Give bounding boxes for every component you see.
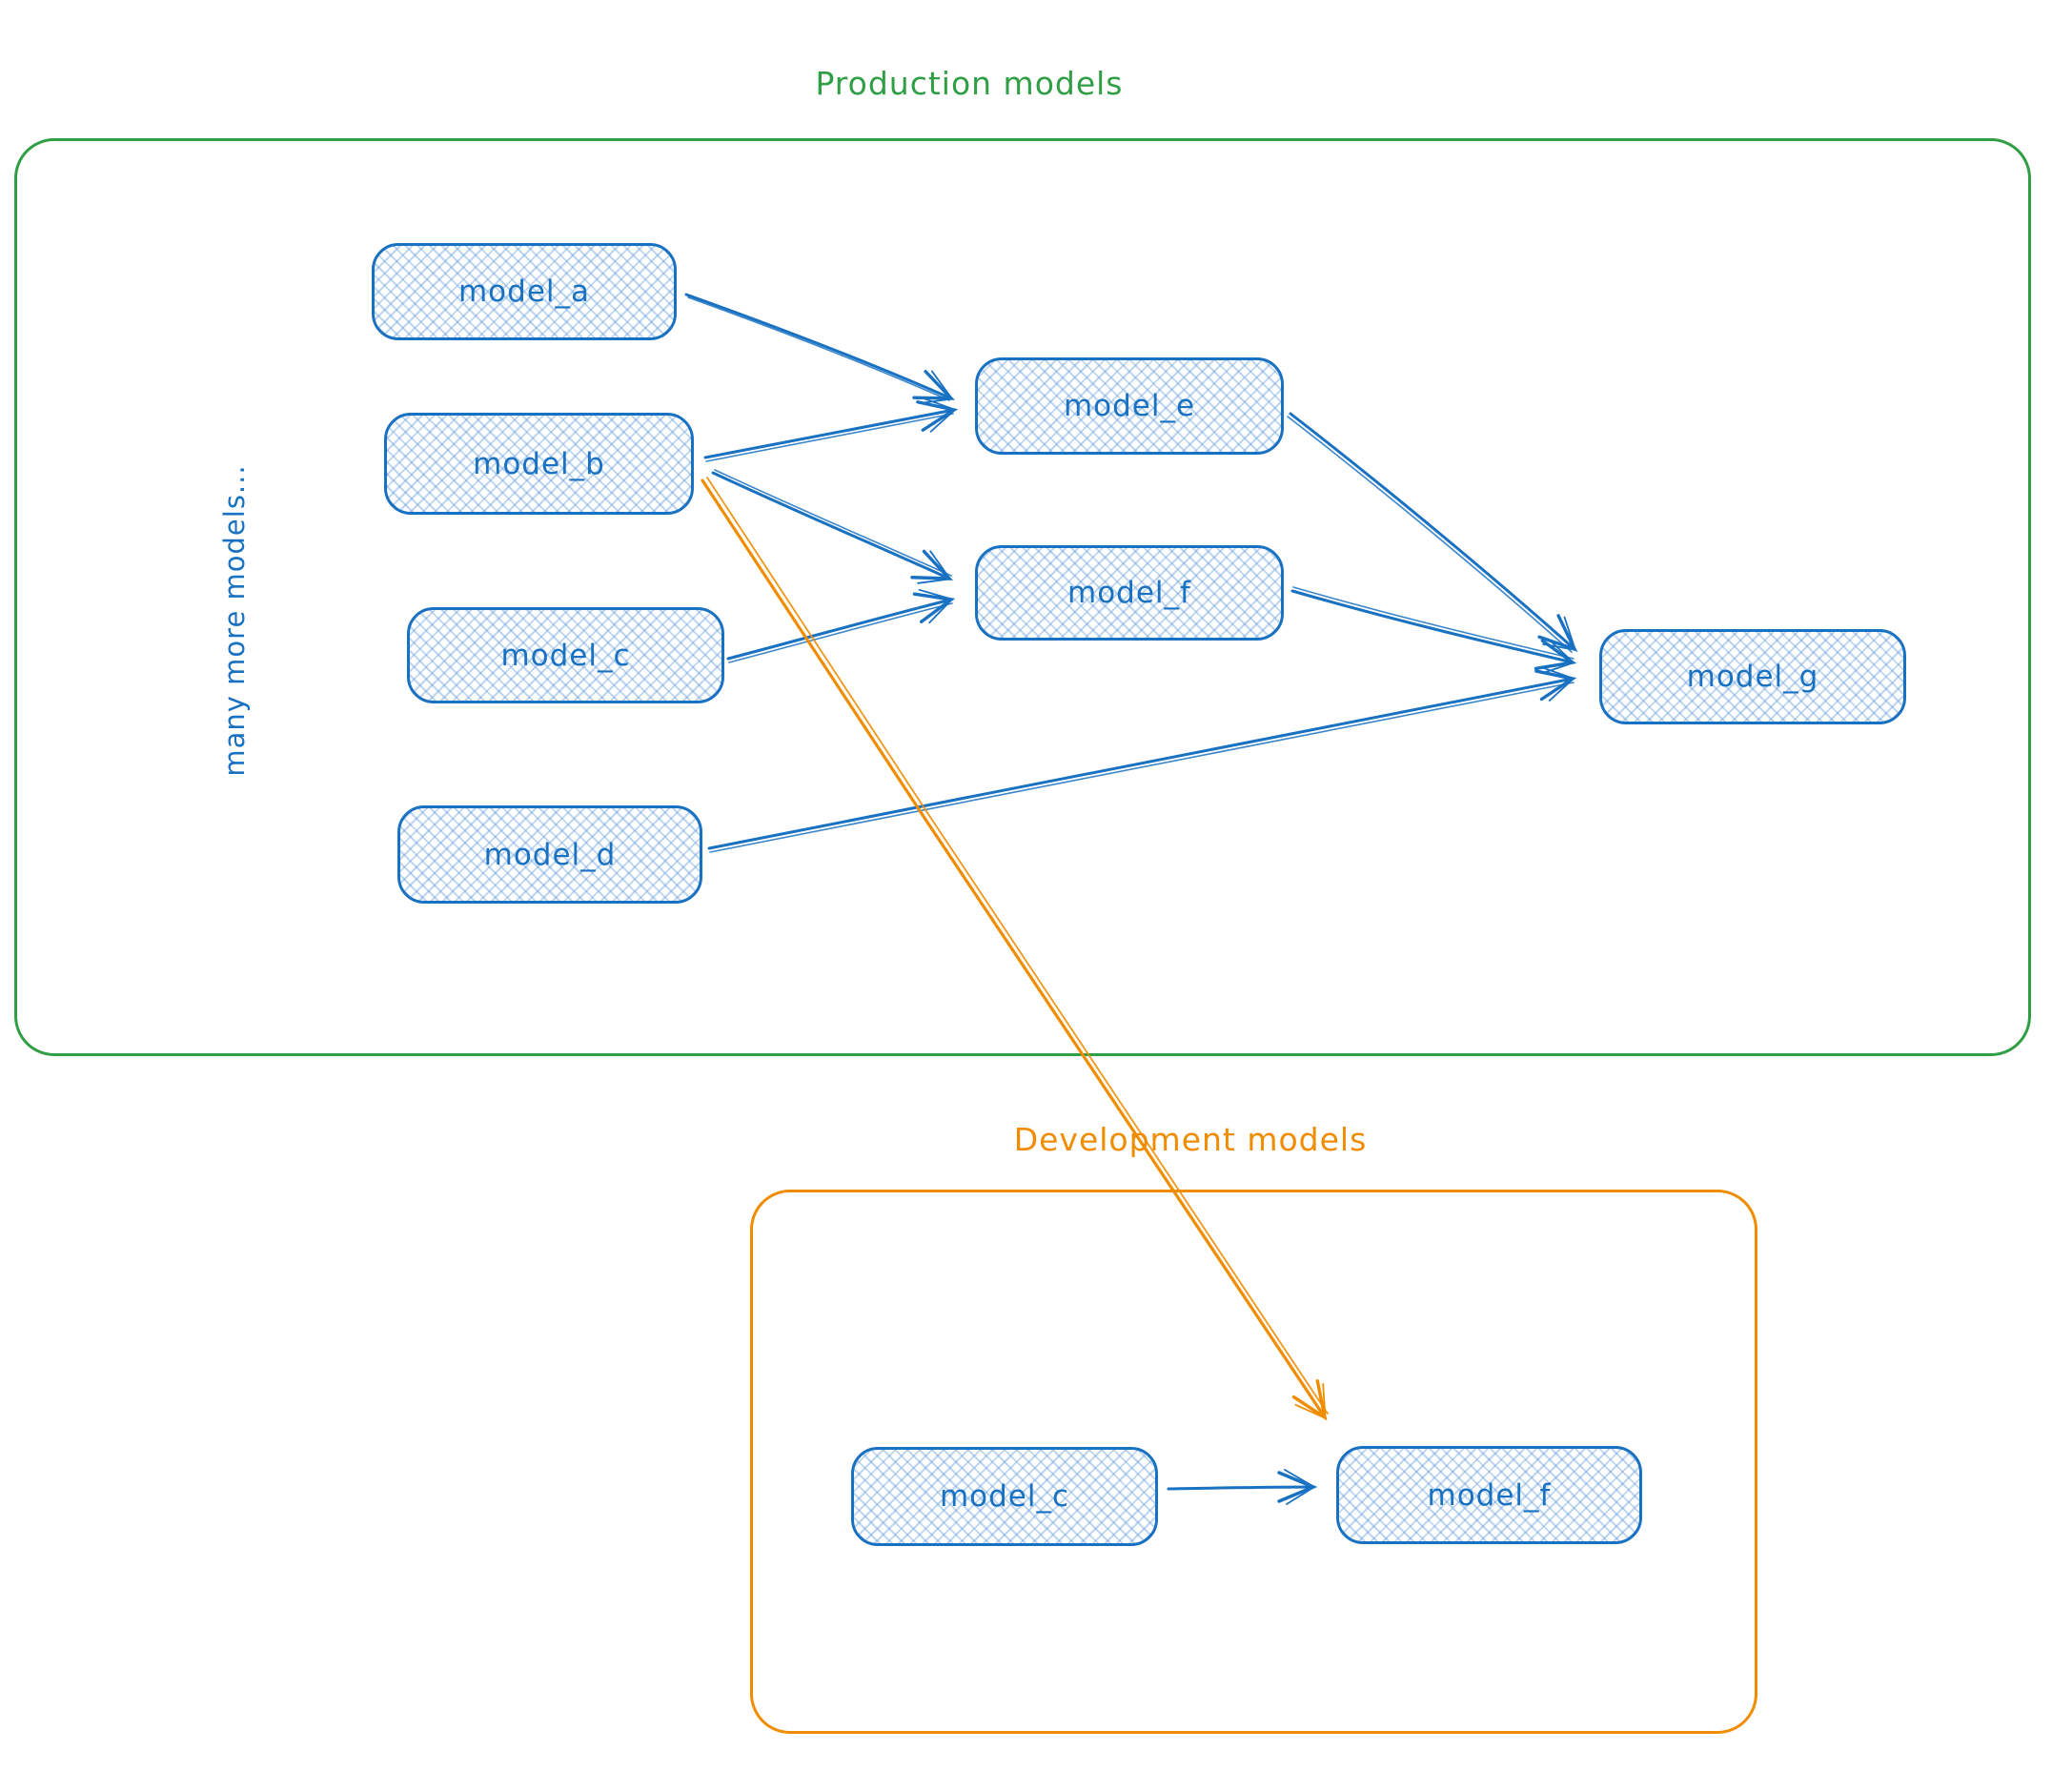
node-model-b-label: model_b (473, 446, 605, 481)
node-model-d: model_d (397, 805, 702, 904)
node-model-a-label: model_a (457, 275, 591, 309)
node-model-c-label: model_c (500, 638, 631, 673)
node-dev-model-f-label: model_f (1427, 1477, 1552, 1513)
node-model-g: model_g (1599, 629, 1906, 724)
node-dev-model-f: model_f (1336, 1446, 1642, 1544)
node-dev-model-c-label: model_c (939, 1479, 1070, 1514)
node-model-f-label: model_f (1067, 576, 1191, 610)
node-model-c: model_c (407, 607, 724, 703)
development-group-title: Development models (1013, 1121, 1368, 1158)
node-model-e-label: model_e (1063, 389, 1196, 423)
node-model-g-label: model_g (1686, 660, 1819, 694)
many-more-models-note: many more models... (218, 464, 251, 777)
production-group-title: Production models (815, 65, 1124, 102)
node-model-a: model_a (372, 243, 677, 340)
node-dev-model-c: model_c (851, 1447, 1158, 1546)
node-model-f: model_f (975, 545, 1284, 641)
node-model-e: model_e (975, 357, 1284, 455)
node-model-b: model_b (384, 413, 694, 515)
node-model-d-label: model_d (483, 837, 617, 872)
